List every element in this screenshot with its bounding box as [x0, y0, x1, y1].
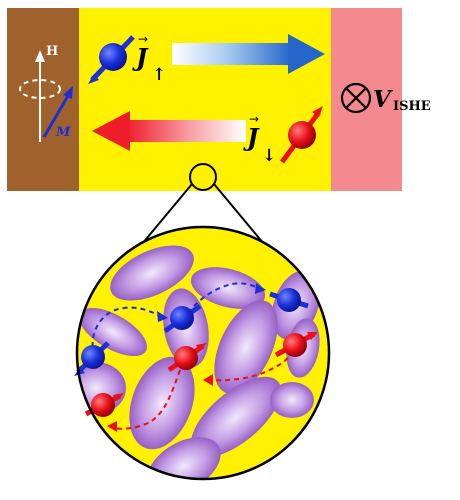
current-down-vector-bar: → [249, 112, 259, 126]
voltage-label: V [373, 86, 393, 113]
current-up-subscript: ↑ [152, 65, 166, 85]
current-up-vector-bar: → [138, 32, 148, 46]
scatterer [110, 245, 194, 301]
into-page-icon [340, 82, 372, 114]
spin-up-ball [163, 303, 202, 334]
spin-down-ball-top [279, 106, 323, 164]
spin-up-ball [269, 288, 309, 312]
voltage-subscript: ISHE [393, 99, 431, 114]
spin-down-ball [167, 343, 207, 373]
spin-up-trajectory [91, 282, 266, 357]
magnetization-arrow [42, 86, 73, 138]
field-h-indicator [19, 50, 61, 142]
scatterer [129, 356, 195, 450]
scatterer [190, 267, 266, 309]
zoom-circle-outline [75, 225, 331, 481]
spin-up-ball-top [88, 35, 135, 84]
magnetization-m-label: M [55, 125, 71, 140]
spin-down-trajectory [107, 357, 289, 432]
spin-up-ball [74, 341, 110, 376]
field-h-label: H [46, 44, 58, 59]
scatterer [79, 307, 147, 357]
scatterer [214, 300, 278, 394]
scatterer [147, 437, 221, 479]
spin-down-ball [274, 331, 318, 358]
current-down-subscript: ↓ [262, 146, 276, 166]
scatterer [190, 376, 282, 458]
spin-up-current-arrow [172, 34, 325, 74]
scatterer [270, 382, 314, 418]
spin-down-current-arrow [92, 111, 246, 151]
current-down-label: J [243, 123, 260, 152]
ferromagnet-block [7, 8, 79, 191]
current-up-label: J [132, 43, 149, 72]
